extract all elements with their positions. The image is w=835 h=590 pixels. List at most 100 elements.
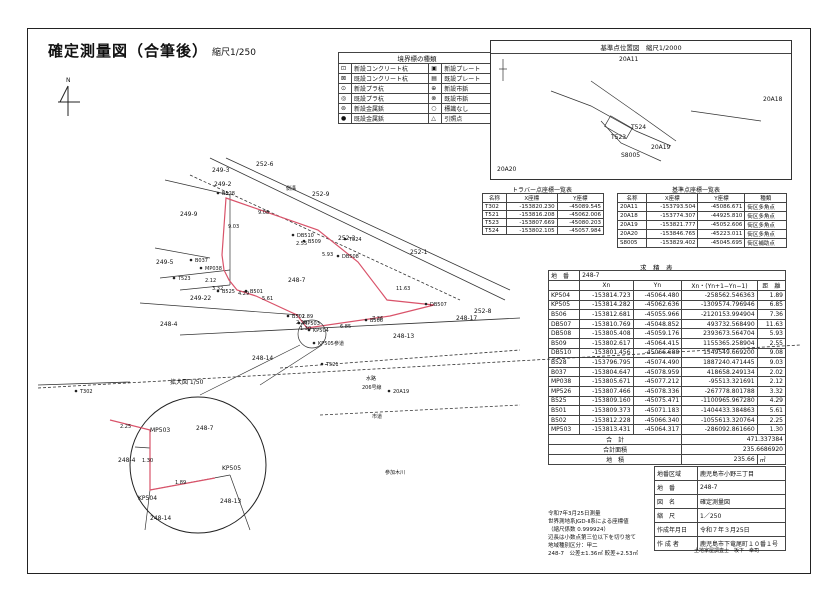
parcel-label: 249-22 (190, 295, 211, 302)
survey-point-marker (387, 389, 391, 393)
inset-title: 拡大図 1/50 (170, 378, 204, 386)
survey-point-marker (302, 239, 306, 243)
distance-label: 5.93 (322, 252, 333, 258)
survey-point-label: DB508 (342, 254, 359, 260)
parcel-label: 248-14 (252, 355, 273, 362)
distance-label: 7.36 (372, 316, 383, 322)
plan-label-dist_road: 側溝 (286, 185, 296, 192)
survey-point-label: DB507 (430, 302, 447, 308)
inset-point-label: KP505 (222, 465, 241, 472)
map-point-label: 20A18 (763, 96, 783, 103)
inset-distance: 1.30 (142, 458, 153, 464)
legend-item: 既設金属鋲 (350, 113, 430, 124)
parcel-label: 252-8 (474, 308, 492, 315)
distance-label: 1.89 (302, 314, 313, 320)
survey-point-label: T524 (348, 237, 362, 243)
survey-point-label: B037 (195, 258, 208, 264)
survey-point-label: B525 (222, 289, 235, 295)
traverse-title: トラバー点座標一覧表 (512, 187, 572, 194)
location-map-title: 基準点位置図 縮尺1/2000 (491, 42, 791, 54)
note-line: （縮尺係数 0.999924） (548, 527, 609, 533)
survey-point-marker (343, 237, 347, 241)
note-line: 地域種別区分：甲二 (548, 543, 598, 549)
survey-point-marker (74, 389, 78, 393)
area-header: 距 離 (756, 280, 787, 291)
survey-point-marker (199, 266, 203, 270)
survey-point-label: B528 (222, 191, 235, 197)
table-row: T523-153807.669-45080.203 (482, 218, 605, 227)
parcel-label: 248-13 (393, 333, 414, 340)
map-point-label: 20A19 (651, 144, 671, 151)
survey-point-label: MP038 (205, 266, 222, 272)
survey-point-label: T302 (79, 389, 93, 395)
plan-label-channel: 水路 (366, 375, 376, 382)
distance-label: 2.12 (205, 278, 216, 284)
inset-parcel-label: 248-7 (196, 425, 214, 432)
parcel-label: 248-17 (456, 315, 477, 322)
survey-point-marker (312, 341, 316, 345)
reference-title: 基準点座標一覧表 (672, 187, 721, 194)
inset-circle (129, 396, 267, 534)
parcel-label: 252-9 (312, 191, 330, 198)
map-point-label: 20A20 (497, 166, 517, 173)
page-title: 確定測量図（合筆後） (48, 42, 209, 60)
distance-label: 5.61 (262, 296, 273, 302)
distance-label: 2.55 (296, 241, 307, 247)
note-line: 248-7 公差±1.36㎡ 較差+2.53㎡ (548, 551, 638, 557)
parcel-label: 249-5 (156, 259, 174, 266)
survey-point-label: B506 (370, 318, 383, 324)
distance-label: 2.25 (296, 320, 307, 326)
north-label: N (66, 77, 71, 84)
inset-parcel-label: 248-13 (220, 498, 241, 505)
survey-point-label: DB510 (297, 233, 314, 239)
distance-label: 3.32 (212, 286, 223, 292)
survey-point-marker (286, 314, 290, 318)
inset-distance: 1.89 (175, 480, 186, 486)
map-point-label: 20A11 (619, 56, 639, 63)
note-line: 令和7年3月25日測量 (548, 511, 601, 517)
parcel-boundary-248-7 (221, 197, 435, 329)
area-header: Xn (579, 280, 634, 291)
survey-point-label: 20A19 (393, 389, 409, 395)
survey-point-marker (364, 318, 368, 322)
distance-label: 9.08 (258, 210, 269, 216)
note-line: 世界測地系JGD-Ⅱ系による座標値 (548, 519, 629, 525)
distance-label: 11.63 (396, 286, 410, 292)
title-block-row: 作 成 者鹿児島市下竜尾町１０番１号 (654, 536, 786, 551)
inset-point-label: KP504 (138, 495, 157, 502)
note-line: 辺長は小数点第三位以下を切り捨て (548, 535, 637, 541)
survey-point-marker (216, 289, 220, 293)
location-map: 基準点位置図 縮尺1/2000 20A11 20A18 20A19 20A20 … (490, 40, 792, 180)
table-row: T524-153802.105-45057.984 (482, 226, 605, 235)
area-table-title: 求 積 表 (640, 264, 673, 272)
table-row: B501-153809.373-45071.183-1404433.384863… (547, 405, 787, 416)
map-point-label: S8005 (621, 152, 640, 159)
survey-point-marker (216, 191, 220, 195)
survey-point-label: B501 (250, 289, 263, 295)
survey-point-label: T521 (325, 362, 339, 368)
survey-point-label: MP503 (303, 321, 320, 327)
inset-point-label: MP503 (150, 427, 170, 434)
survey-point-marker (291, 233, 295, 237)
survey-point-label: B509 (308, 239, 321, 245)
survey-point-marker (307, 328, 311, 332)
survey-point-label: KP504 (313, 328, 329, 334)
plan-label-river: 参加木川 (385, 469, 405, 476)
inset-distance: 2.25 (120, 424, 131, 430)
map-point-label: T523 (610, 134, 626, 141)
plan-label-street: 市道 (372, 413, 382, 420)
distance-label: 9.03 (228, 224, 239, 230)
parcel-label: 249-3 (212, 167, 230, 174)
survey-notes: 令和7年3月25日測量 世界測地系JGD-Ⅱ系による座標値 （縮尺係数 0.99… (548, 510, 638, 558)
distance-label: 6.85 (340, 324, 351, 330)
parcel-label: 252-6 (256, 161, 274, 168)
